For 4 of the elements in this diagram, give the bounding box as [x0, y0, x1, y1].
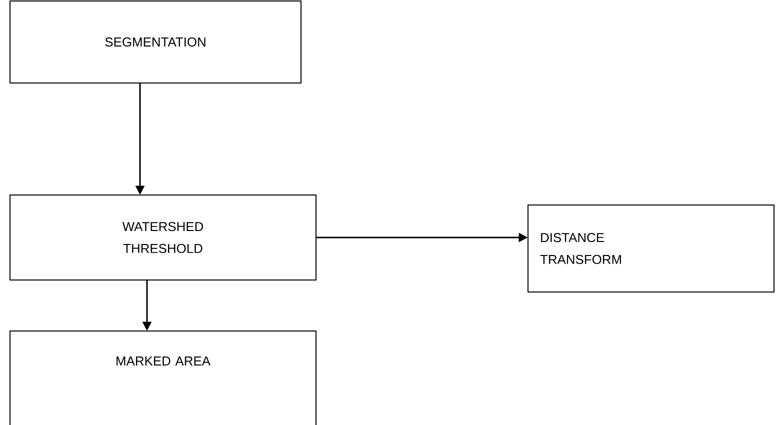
process-box: DISTANCE TRANSFORM [528, 204, 774, 292]
process-box: WATERSHED THRESHOLD [10, 194, 316, 280]
process-box: SEGMENTATION [10, 0, 302, 84]
process-box: MARKED AREA [10, 330, 316, 425]
